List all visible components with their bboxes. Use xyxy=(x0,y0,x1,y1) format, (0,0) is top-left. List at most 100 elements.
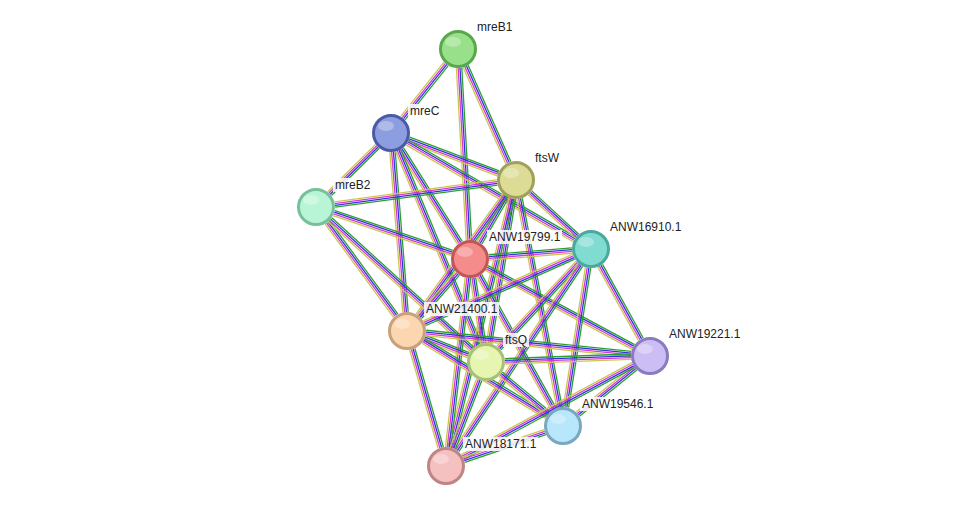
node-circle xyxy=(388,312,426,350)
evidence-line xyxy=(465,67,508,163)
evidence-line xyxy=(505,359,631,364)
evidence-line xyxy=(603,264,644,338)
node-circle xyxy=(467,343,505,381)
evidence-line xyxy=(468,65,511,161)
evidence-line xyxy=(331,148,379,195)
interaction-edge xyxy=(499,372,550,416)
protein-node: mreC xyxy=(372,114,410,152)
evidence-line xyxy=(467,66,510,162)
evidence-line xyxy=(426,332,631,353)
node-label: ANW19221.1 xyxy=(667,327,742,341)
evidence-line xyxy=(328,222,397,315)
interaction-edge xyxy=(456,68,471,240)
evidence-line xyxy=(404,64,447,118)
evidence-line xyxy=(327,223,396,316)
protein-node: ANW18171.1 xyxy=(427,447,465,485)
evidence-line xyxy=(502,372,550,412)
evidence-line xyxy=(463,430,544,458)
evidence-line xyxy=(498,262,577,347)
node-circle xyxy=(451,240,489,278)
evidence-line xyxy=(415,349,443,447)
evidence-line xyxy=(567,268,589,407)
evidence-line xyxy=(329,221,398,314)
node-circle xyxy=(439,30,477,68)
interaction-edge xyxy=(333,211,453,256)
evidence-line xyxy=(598,267,639,341)
evidence-line xyxy=(599,266,640,340)
evidence-line xyxy=(463,67,506,163)
evidence-line xyxy=(402,63,445,117)
evidence-line xyxy=(330,147,378,194)
evidence-line xyxy=(410,350,438,448)
evidence-line xyxy=(456,68,466,240)
protein-node: ANW21400.1 xyxy=(388,312,426,350)
evidence-line xyxy=(497,261,576,346)
evidence-line xyxy=(459,266,583,451)
node-circle xyxy=(631,337,669,375)
evidence-line xyxy=(329,146,377,193)
evidence-line xyxy=(328,144,376,191)
interaction-edge xyxy=(422,339,548,419)
interaction-edge xyxy=(497,261,580,350)
evidence-line xyxy=(408,141,497,175)
node-label: ANW19799.1 xyxy=(487,230,562,244)
evidence-line xyxy=(487,267,634,346)
node-label: ftsW xyxy=(533,151,561,165)
evidence-line xyxy=(334,212,452,252)
evidence-line xyxy=(423,342,547,417)
evidence-line xyxy=(422,343,546,418)
node-label: mreC xyxy=(408,104,441,118)
interaction-edge xyxy=(463,65,511,163)
evidence-line xyxy=(426,334,631,355)
protein-node: ANW16910.1 xyxy=(572,230,610,268)
protein-node: ANW19799.1 xyxy=(451,240,489,278)
evidence-line xyxy=(332,218,474,347)
node-circle xyxy=(572,230,610,268)
interaction-edge xyxy=(401,62,449,120)
evidence-line xyxy=(501,373,549,413)
evidence-line xyxy=(328,222,470,351)
node-label: mreB1 xyxy=(475,20,514,34)
evidence-line xyxy=(424,256,573,323)
evidence-line xyxy=(458,68,468,240)
node-label: ANW18171.1 xyxy=(463,437,538,451)
node-label: ANW21400.1 xyxy=(424,302,499,316)
evidence-line xyxy=(413,349,441,447)
protein-node: mreB1 xyxy=(439,30,477,68)
node-circle xyxy=(297,188,335,226)
interaction-edge xyxy=(325,221,398,318)
protein-node: ftsQ xyxy=(467,343,505,381)
interaction-edge xyxy=(410,349,444,449)
evidence-line xyxy=(426,330,631,351)
evidence-line xyxy=(532,191,579,234)
interaction-edge xyxy=(598,264,643,340)
node-label: ANW16910.1 xyxy=(608,220,683,234)
protein-node: mreB2 xyxy=(297,188,335,226)
evidence-line xyxy=(464,431,545,459)
interaction-edge xyxy=(328,144,380,195)
node-label: ftsQ xyxy=(503,333,529,347)
protein-node: ANW19221.1 xyxy=(631,337,669,375)
node-label: ANW19546.1 xyxy=(580,397,655,411)
node-label: mreB2 xyxy=(333,178,372,192)
node-circle xyxy=(427,447,465,485)
evidence-line xyxy=(601,265,642,339)
evidence-line xyxy=(405,66,448,120)
evidence-line xyxy=(331,219,473,348)
node-circle xyxy=(544,407,582,445)
protein-node: ftsW xyxy=(497,161,535,199)
evidence-line xyxy=(424,340,548,415)
node-circle xyxy=(372,114,410,152)
evidence-line xyxy=(329,220,471,349)
interaction-edge xyxy=(505,354,631,364)
evidence-line xyxy=(489,253,572,260)
evidence-line xyxy=(410,137,499,171)
evidence-line xyxy=(531,192,578,235)
evidence-line xyxy=(500,375,548,415)
evidence-line xyxy=(499,376,547,416)
interaction-edge xyxy=(463,430,546,463)
interaction-edge xyxy=(328,218,474,351)
node-circle xyxy=(497,161,535,199)
evidence-line xyxy=(409,139,498,173)
